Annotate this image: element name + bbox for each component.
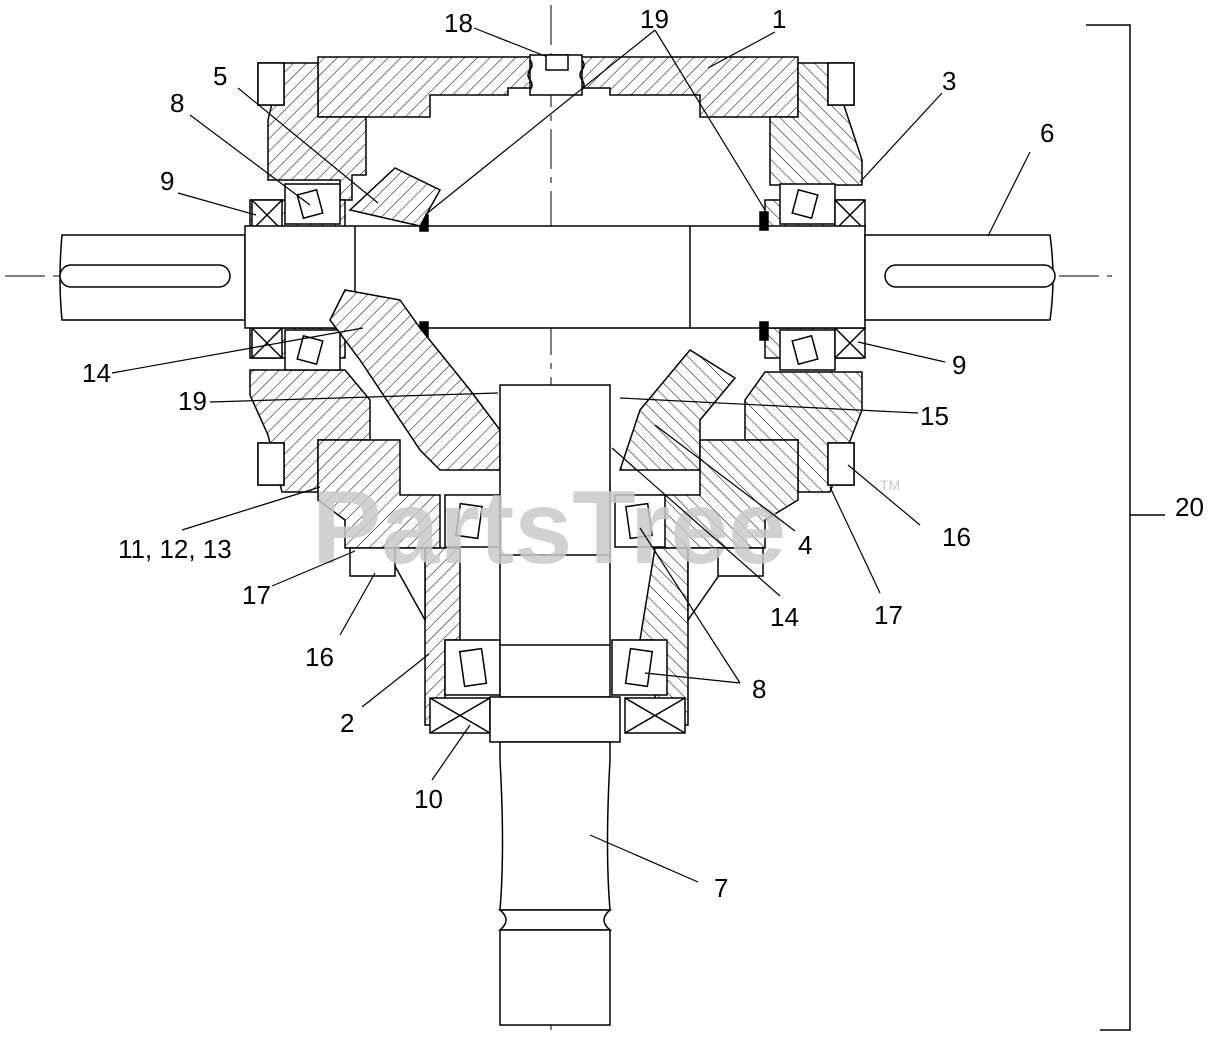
- callout-16-right: 16: [942, 522, 971, 552]
- callout-17-left: 17: [242, 580, 271, 610]
- callouts: 18 19 1 5 8 3 6 9 14 9 19 15 20 11, 12, …: [82, 4, 1204, 903]
- callout-19-top: 19: [640, 4, 669, 34]
- input-shaft: [59, 211, 1056, 341]
- callout-16-left: 16: [305, 642, 334, 672]
- assembly-bracket: [1086, 24, 1165, 1031]
- bevel-gears: [329, 167, 737, 492]
- callout-14-left: 14: [82, 358, 111, 388]
- lower-bearings: [429, 494, 686, 734]
- leader-lines: [111, 27, 1031, 883]
- callout-14-bottom: 14: [770, 602, 799, 632]
- bolts: [257, 62, 855, 486]
- callout-10: 10: [414, 784, 443, 814]
- callout-2: 2: [340, 708, 354, 738]
- callout-8-top: 8: [170, 88, 184, 118]
- callout-3: 3: [942, 66, 956, 96]
- callout-6: 6: [1040, 118, 1054, 148]
- callout-15: 15: [920, 401, 949, 431]
- watermark-trademark: TM: [880, 477, 900, 493]
- callout-17-right: 17: [874, 600, 903, 630]
- watermark-text: PartsTree: [312, 470, 786, 586]
- callout-19-left: 19: [178, 386, 207, 416]
- top-cover: [317, 54, 799, 118]
- callout-9-right: 9: [952, 350, 966, 380]
- callout-20: 20: [1175, 492, 1204, 522]
- callout-4: 4: [798, 530, 812, 560]
- callout-5: 5: [213, 61, 227, 91]
- callout-1: 1: [772, 4, 786, 34]
- callout-18: 18: [444, 8, 473, 38]
- callout-11-12-13: 11, 12, 13: [118, 534, 232, 564]
- callout-9-left: 9: [160, 166, 174, 196]
- callout-7: 7: [714, 873, 728, 903]
- callout-8-bottom: 8: [752, 674, 766, 704]
- output-shaft: [489, 384, 621, 1026]
